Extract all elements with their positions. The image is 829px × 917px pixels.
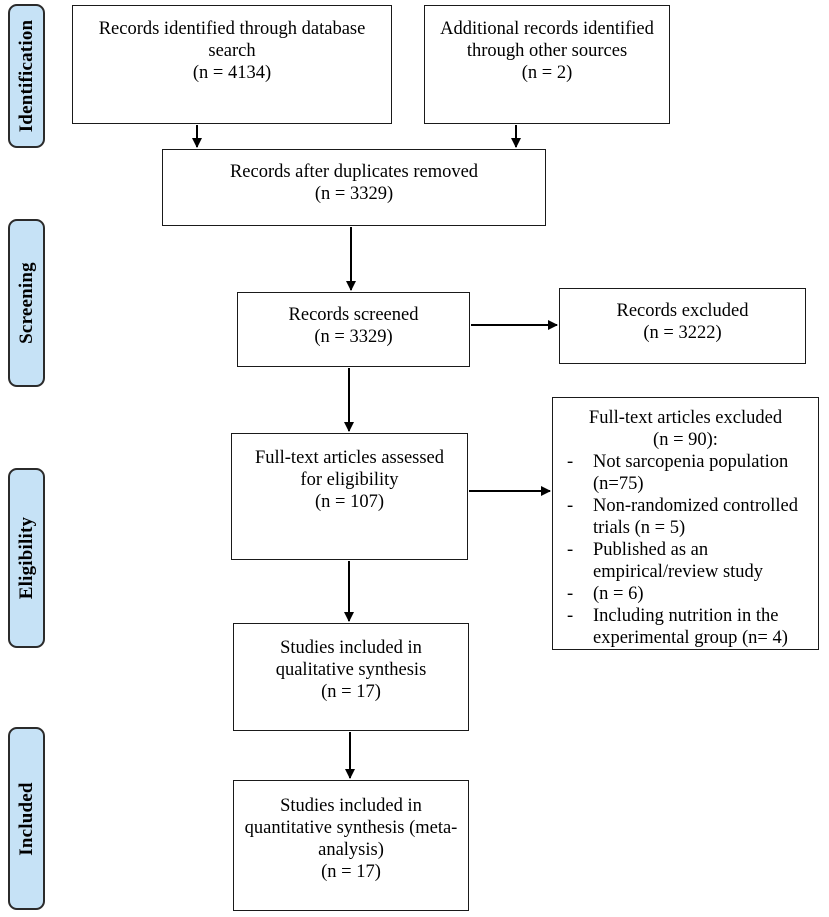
box-other-sources: Additional records identified through ot… (424, 5, 670, 124)
exclusion-reason: - Published as an empirical/review study (559, 539, 812, 583)
box-text: analysis) (318, 840, 384, 860)
box-records-excluded: Records excluded (n = 3222) (559, 288, 806, 364)
reason-text: (n=75) (593, 474, 644, 494)
box-text: quantitative synthesis (meta- (244, 818, 458, 838)
excluded-title: Full-text articles excluded (588, 408, 783, 428)
exclusion-reason: - Not sarcopenia population (n=75) (559, 451, 812, 495)
box-database-search: Records identified through database sear… (72, 5, 392, 124)
box-count: (n = 4134) (192, 63, 272, 83)
box-text: Records screened (288, 305, 419, 325)
reason-text: Including nutrition in the (593, 606, 779, 626)
reason-text: Non-randomized controlled (593, 496, 798, 516)
reason-text: Not sarcopenia population (593, 452, 789, 472)
phase-included: Included (8, 727, 45, 910)
box-count: (n = 3329) (314, 327, 393, 347)
exclusion-reasons-list: - Not sarcopenia population (n=75) - Non… (559, 451, 812, 649)
reason-text: experimental group (n= 4) (593, 628, 788, 648)
reason-text: (n = 6) (593, 584, 644, 604)
box-qualitative-synthesis: Studies included in qualitative synthesi… (233, 623, 469, 731)
box-fulltext-assessed: Full-text articles assessed for eligibil… (231, 433, 468, 560)
box-text: through other sources (466, 41, 628, 61)
box-count: (n = 3329) (314, 184, 394, 204)
box-text: search (208, 41, 256, 61)
phase-identification: Identification (8, 4, 45, 148)
box-count: (n = 3222) (643, 323, 722, 343)
reason-text: Published as an (593, 540, 709, 560)
exclusion-reason: - Including nutrition in the experimenta… (559, 605, 812, 649)
excluded-count: (n = 90): (653, 430, 718, 450)
box-text: Records identified through database (98, 19, 366, 39)
reason-text: empirical/review study (593, 562, 764, 582)
phase-eligibility: Eligibility (8, 468, 45, 648)
box-quantitative-synthesis: Studies included in quantitative synthes… (233, 780, 469, 911)
box-records-screened: Records screened (n = 3329) (237, 292, 470, 367)
box-text: Full-text articles assessed (254, 448, 445, 468)
reason-text: trials (n = 5) (593, 518, 686, 538)
box-text: for eligibility (300, 470, 399, 490)
exclusion-reason: - Non-randomized controlled trials (n = … (559, 495, 812, 539)
box-text: Studies included in (280, 638, 422, 658)
box-count: (n = 107) (314, 492, 384, 512)
box-fulltext-excluded: Full-text articles excluded (n = 90): - … (552, 397, 819, 650)
box-text: Additional records identified (440, 19, 654, 39)
box-text: Records excluded (616, 301, 749, 321)
box-text: qualitative synthesis (275, 660, 427, 680)
phase-screening: Screening (8, 219, 45, 387)
box-text: Studies included in (280, 796, 422, 816)
box-count: (n = 17) (321, 682, 381, 702)
box-count: (n = 2) (521, 63, 573, 83)
box-duplicates-removed: Records after duplicates removed (n = 33… (162, 149, 546, 226)
box-count: (n = 17) (321, 862, 381, 882)
exclusion-reason: - (n = 6) (559, 583, 812, 605)
box-text: Records after duplicates removed (229, 162, 479, 182)
